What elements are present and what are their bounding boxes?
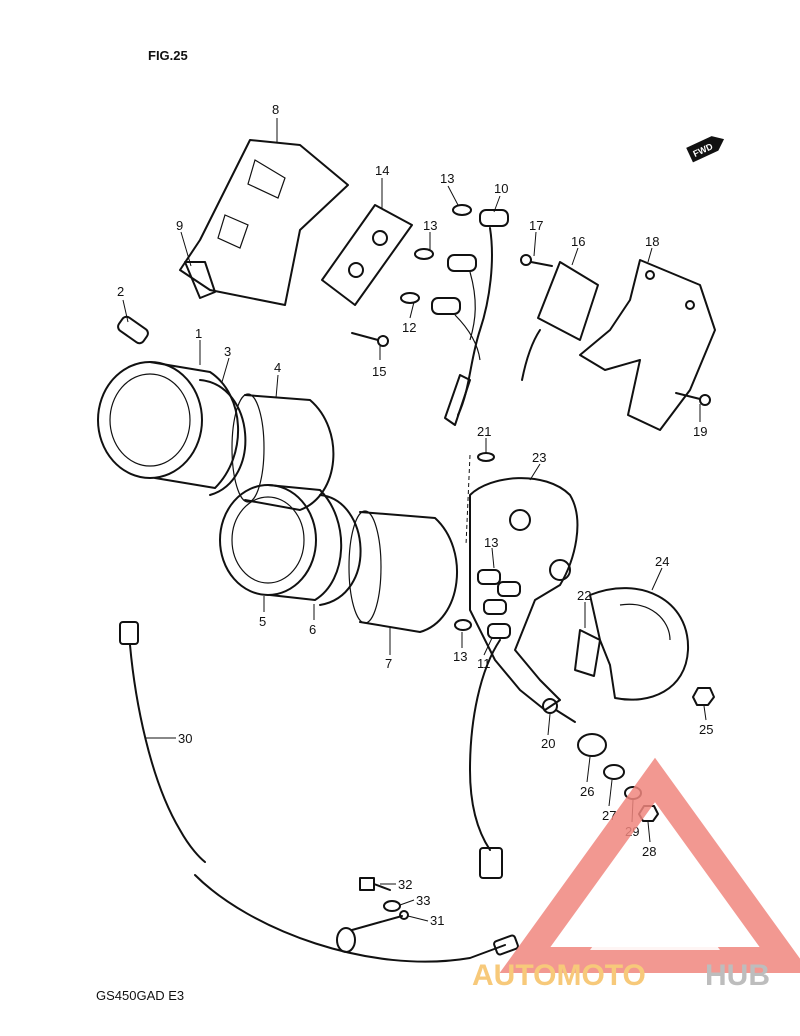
- label-part-21: 21: [477, 424, 491, 439]
- bulb-socket-lower: [400, 292, 481, 361]
- relay-unit-part: [521, 261, 599, 381]
- leader-lines: [122, 118, 707, 922]
- label-part-14: 14: [375, 163, 389, 178]
- wire-clamp-31: [336, 910, 409, 953]
- watermark-text-hub: HUB: [705, 959, 770, 992]
- washer-27: [603, 764, 625, 780]
- label-part-17: 17: [529, 218, 543, 233]
- label-part-11: 11: [477, 656, 491, 671]
- bulb-plate-part: [321, 204, 413, 306]
- label-part-28: 28: [642, 844, 656, 859]
- automotohub-watermark: AUTOMOTO HUB: [472, 757, 800, 992]
- label-part-19: 19: [693, 424, 707, 439]
- instrument-cover-part: [179, 139, 349, 306]
- ring-3: [199, 379, 247, 496]
- label-part-8: 8: [272, 102, 279, 117]
- label-part-16: 16: [571, 234, 585, 249]
- bolt-32: [359, 877, 391, 891]
- label-part-13c: 13: [484, 535, 498, 550]
- label-part-9: 9: [176, 218, 183, 233]
- label-part-13a: 13: [440, 171, 454, 186]
- label-part-7: 7: [385, 656, 392, 671]
- ring-6: [319, 494, 362, 606]
- label-part-3: 3: [224, 344, 231, 359]
- label-part-4: 4: [274, 360, 281, 375]
- label-part-33: 33: [416, 893, 430, 908]
- label-part-22: 22: [577, 588, 591, 603]
- bulb-socket-upper: [444, 204, 509, 426]
- screw-19: [675, 392, 711, 406]
- label-part-13d: 13: [453, 649, 467, 664]
- label-part-32: 32: [398, 877, 412, 892]
- cup-4: [231, 393, 335, 511]
- label-part-5: 5: [259, 614, 266, 629]
- label-part-10: 10: [494, 181, 508, 196]
- screw-17: [520, 254, 553, 267]
- label-part-18: 18: [645, 234, 659, 249]
- label-part-15: 15: [372, 364, 386, 379]
- screw-15: [351, 332, 389, 347]
- label-part-1: 1: [195, 326, 202, 341]
- label-part-13b: 13: [423, 218, 437, 233]
- figure-title: FIG.25: [148, 48, 188, 63]
- speedometer-cable-30: [119, 621, 519, 963]
- drive-gear-part: [117, 315, 149, 345]
- speedometer-part: [97, 361, 240, 489]
- label-part-26: 26: [580, 784, 594, 799]
- nut-25: [692, 687, 715, 706]
- cover-24: [589, 587, 690, 701]
- washer-33: [383, 900, 401, 912]
- watermark-text-automoto: AUTOMOTO: [472, 959, 646, 992]
- bulb-socket-middle: [414, 248, 477, 341]
- screw-20: [542, 698, 576, 723]
- tachometer-part: [219, 484, 343, 601]
- label-part-24: 24: [655, 554, 669, 569]
- model-code: GS450GAD E3: [96, 988, 184, 1003]
- base-case-23: [469, 477, 579, 711]
- label-part-23: 23: [532, 450, 546, 465]
- socket-plate-22: [574, 629, 601, 677]
- label-part-2: 2: [117, 284, 124, 299]
- label-part-20: 20: [541, 736, 555, 751]
- label-part-25: 25: [699, 722, 713, 737]
- socket-cluster: [454, 569, 521, 639]
- label-part-30: 30: [178, 731, 192, 746]
- cup-7: [348, 510, 458, 633]
- label-part-6: 6: [309, 622, 316, 637]
- fwd-arrow-icon: FWD: [686, 136, 725, 163]
- label-part-31: 31: [430, 913, 444, 928]
- wiring-harness: [469, 639, 503, 879]
- grommet-26: [577, 733, 607, 757]
- label-part-12: 12: [402, 320, 416, 335]
- bracket-18: [579, 259, 716, 431]
